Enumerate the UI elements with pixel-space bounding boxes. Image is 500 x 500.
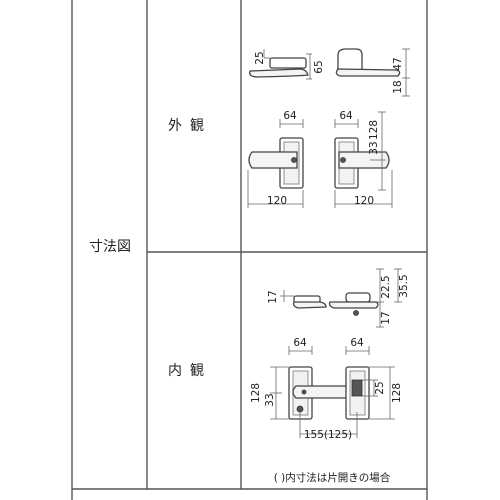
interior-span-dimension: 155(125) <box>299 412 358 441</box>
exterior-front-view-right: 64 128 33 120 <box>334 110 393 208</box>
ext-side-right-bottom-height: 18 <box>392 80 404 93</box>
ext-front-left-lever-length: 120 <box>267 195 287 207</box>
ext-side-left-height: 65 <box>313 60 325 73</box>
interior-side-view-right: 22.5 35.5 17 <box>328 268 410 328</box>
ext-side-right-top-height: 47 <box>392 57 404 70</box>
int-front-left-plate-height: 128 <box>250 383 262 403</box>
int-span-label: 155(125) <box>304 429 352 441</box>
int-front-right-plate-height: 128 <box>391 383 403 403</box>
int-side-right-bottom: 17 <box>380 311 392 324</box>
int-front-right-inner-height: 25 <box>374 381 386 394</box>
ext-front-right-lever-offset: 33 <box>368 141 380 154</box>
int-front-right-plate-width: 64 <box>350 337 364 349</box>
int-front-left-lever-offset: 33 <box>264 393 276 406</box>
interior-label: 内観 <box>168 362 212 379</box>
int-side-right-dim-a: 22.5 <box>380 275 392 298</box>
exterior-front-view-left: 64 120 <box>247 110 304 208</box>
interior-front-view-right: 64 25 128 <box>345 337 403 420</box>
ext-front-left-plate-width: 64 <box>283 110 297 122</box>
int-front-left-plate-width: 64 <box>293 337 307 349</box>
int-side-left-top: 17 <box>267 290 279 303</box>
interior-side-view-left: 17 <box>267 290 327 309</box>
ext-front-right-plate-height: 128 <box>368 120 380 140</box>
table-grid <box>71 0 428 500</box>
int-side-right-dim-b: 35.5 <box>398 274 410 297</box>
row-header-label: 寸法図 <box>89 239 131 255</box>
exterior-side-view-left: 25 65 <box>249 49 325 80</box>
footnote: ( )内寸法は片開きの場合 <box>274 471 391 484</box>
ext-front-right-plate-width: 64 <box>339 110 353 122</box>
exterior-label: 外観 <box>168 117 212 134</box>
ext-side-left-thickness: 25 <box>254 51 266 64</box>
exterior-side-view-right: 47 18 <box>335 48 410 97</box>
ext-front-right-lever-length: 120 <box>354 195 374 207</box>
interior-front-view-left: 64 128 33 <box>250 337 313 420</box>
